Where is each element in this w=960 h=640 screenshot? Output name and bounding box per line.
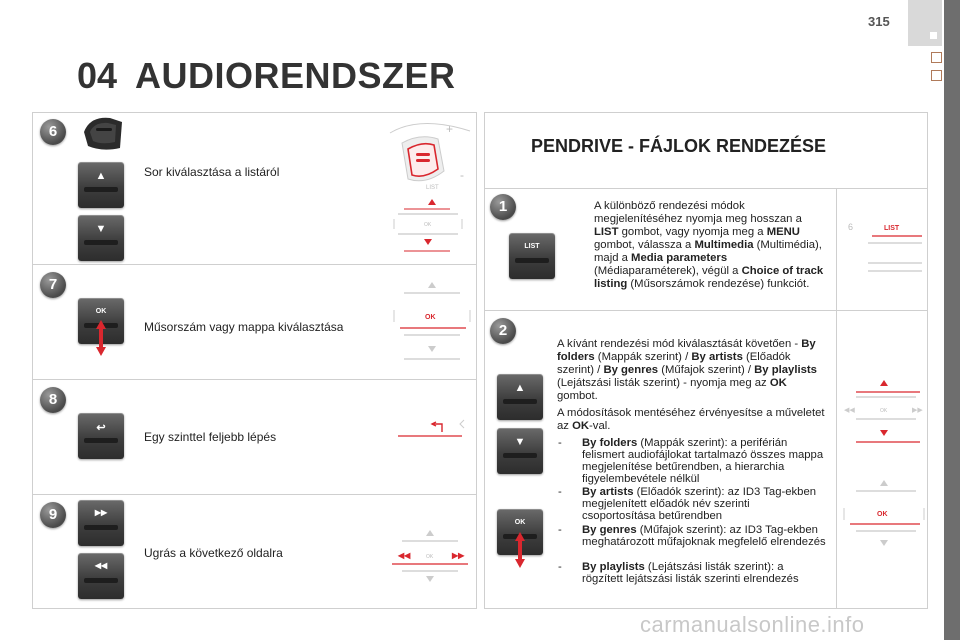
step-2-instructions: A kívánt rendezési mód kiválasztását köv… — [557, 338, 827, 403]
text-segment: (Lejátszási listák szerint): a rögzített… — [582, 561, 799, 585]
svg-text:OK: OK — [424, 222, 432, 228]
text-segment: A módosítások mentéséhez érvényesítse a … — [557, 407, 825, 432]
ok-control-diagram: OK — [390, 276, 474, 372]
side-tab-box[interactable] — [931, 52, 942, 63]
corner-square — [930, 32, 937, 39]
watermark: carmanualsonline.info — [640, 612, 865, 637]
step-badge-9: 9 — [40, 502, 66, 528]
svg-text:◀◀: ◀◀ — [844, 407, 855, 414]
right-panel — [484, 112, 928, 609]
row-8-text: Egy szinttel feljebb lépés — [144, 430, 277, 444]
list-button[interactable]: LIST — [509, 233, 555, 279]
panel-title: PENDRIVE - FÁJLOK RENDEZÉSE — [531, 136, 827, 156]
press-arrow-icon — [515, 532, 525, 568]
svg-text:+: + — [446, 122, 453, 136]
svg-text:▶▶: ▶▶ — [451, 551, 465, 560]
step-badge-1: 1 — [490, 194, 516, 220]
text-segment: (Médiaparaméterek), végül a — [594, 265, 742, 277]
row-7-text: Műsorszám vagy mappa kiválasztása — [144, 320, 344, 334]
text-segment: (Előadók szerint): az ID3 Tag-ekben megj… — [582, 486, 817, 522]
page-corner-tab — [908, 0, 942, 46]
back-control-diagram — [392, 412, 474, 444]
step-badge-8: 8 — [40, 387, 66, 413]
svg-text:OK: OK — [880, 408, 888, 414]
step-1-instructions: A különböző rendezési módok megjelenítés… — [594, 200, 828, 291]
svg-text:-: - — [460, 168, 464, 182]
back-button[interactable]: ↩ — [78, 413, 124, 459]
bullet-by-folders: -By folders (Mappák szerint): a periféri… — [558, 437, 824, 485]
down-button[interactable]: ▼ — [497, 428, 543, 474]
chapter-number: 04 — [77, 55, 118, 96]
svg-text:LIST: LIST — [884, 225, 900, 232]
text-segment: (Mappák szerint) / — [594, 351, 692, 363]
prev-button[interactable]: ◀◀ — [78, 553, 124, 599]
bold-term: By artists — [691, 351, 743, 363]
text-segment: (Lejátszási listák szerint) - nyomja meg… — [557, 377, 770, 389]
bullet-by-artists: -By artists (Előadók szerint): az ID3 Ta… — [558, 486, 817, 522]
down-button[interactable]: ▼ — [78, 215, 124, 261]
svg-text:6: 6 — [848, 222, 853, 232]
bold-term: LIST — [594, 226, 619, 238]
svg-text:OK: OK — [425, 314, 436, 321]
steering-button-icon — [76, 112, 128, 156]
bold-term: MENU — [766, 226, 800, 238]
bold-term: By playlists — [754, 364, 817, 376]
row-9-text: Ugrás a következő oldalra — [144, 546, 283, 560]
up-down-control-diagram: ◀◀ OK ▶▶ — [840, 374, 928, 448]
bold-term: By playlists — [582, 561, 645, 573]
svg-text:OK: OK — [426, 554, 434, 560]
title-divider — [485, 188, 927, 189]
row-divider — [33, 264, 476, 265]
svg-text:OK: OK — [877, 511, 888, 518]
skip-control-diagram: ◀◀ OK ▶▶ — [384, 524, 476, 586]
bold-term: By folders — [582, 437, 638, 449]
row-divider — [33, 494, 476, 495]
page-number: 315 — [868, 14, 890, 29]
up-button[interactable]: ▲ — [497, 374, 543, 420]
step-badge-7: 7 — [40, 272, 66, 298]
chapter-title: AUDIORENDSZER — [135, 55, 456, 96]
side-tab-box[interactable] — [931, 70, 942, 81]
next-button[interactable]: ▶▶ — [78, 500, 124, 546]
text-segment: -val. — [589, 420, 611, 432]
bold-term: By genres — [582, 524, 637, 536]
svg-text:◀◀: ◀◀ — [397, 551, 411, 560]
bold-term: By artists — [582, 486, 634, 498]
ok-confirm-diagram: OK — [840, 474, 928, 550]
up-button[interactable]: ▲ — [78, 162, 124, 208]
step-2-confirm-text: A módosítások mentéséhez érvényesítse a … — [557, 407, 827, 433]
diagram-column-divider — [836, 188, 837, 608]
text-segment: (Műsorszámok rendezése) funkciót. — [627, 278, 810, 290]
row-divider — [33, 379, 476, 380]
text-segment: gombot. — [557, 390, 598, 402]
text-segment: (Műfajok szerint) / — [658, 364, 755, 376]
bold-term: Choice of track listing — [594, 265, 824, 290]
list-control-diagram: 6 LIST — [842, 214, 926, 278]
row-6-text: Sor kiválasztása a listáról — [144, 165, 280, 179]
svg-text:LIST: LIST — [426, 185, 439, 191]
text-segment: A kívánt rendezési mód kiválasztását köv… — [557, 338, 802, 350]
side-strip — [944, 0, 960, 640]
text-segment: (Multimédia), majd a — [594, 239, 822, 264]
bold-term: By folders — [557, 338, 816, 363]
steering-wheel-diagram: + - LIST OK — [380, 113, 476, 263]
text-segment: (Műfajok szerint): az ID3 Tag-ekben megh… — [582, 524, 826, 548]
text-segment: (Mappák szerint): a periférián felismert… — [582, 437, 824, 485]
bold-term: By genres — [603, 364, 659, 376]
bold-term: Multimedia — [694, 239, 754, 251]
text-segment: (Előadók szerint) / — [557, 351, 791, 376]
text-segment: gombot, vagy nyomja meg a — [618, 226, 767, 238]
step-divider — [485, 310, 927, 311]
bold-term: OK — [769, 377, 787, 389]
bullet-by-genres: -By genres (Műfajok szerint): az ID3 Tag… — [558, 524, 826, 548]
step-badge-6: 6 — [40, 119, 66, 145]
text-segment: A különböző rendezési módok megjelenítés… — [594, 200, 802, 225]
bold-term: Media parameters — [631, 252, 728, 264]
bold-term: OK — [572, 420, 590, 432]
bullet-by-playlists: -By playlists (Lejátszási listák szerint… — [558, 561, 799, 585]
step-badge-2: 2 — [490, 318, 516, 344]
text-segment: gombot, válassza a — [594, 239, 695, 251]
press-arrow-icon — [96, 320, 106, 356]
svg-text:▶▶: ▶▶ — [912, 407, 923, 414]
